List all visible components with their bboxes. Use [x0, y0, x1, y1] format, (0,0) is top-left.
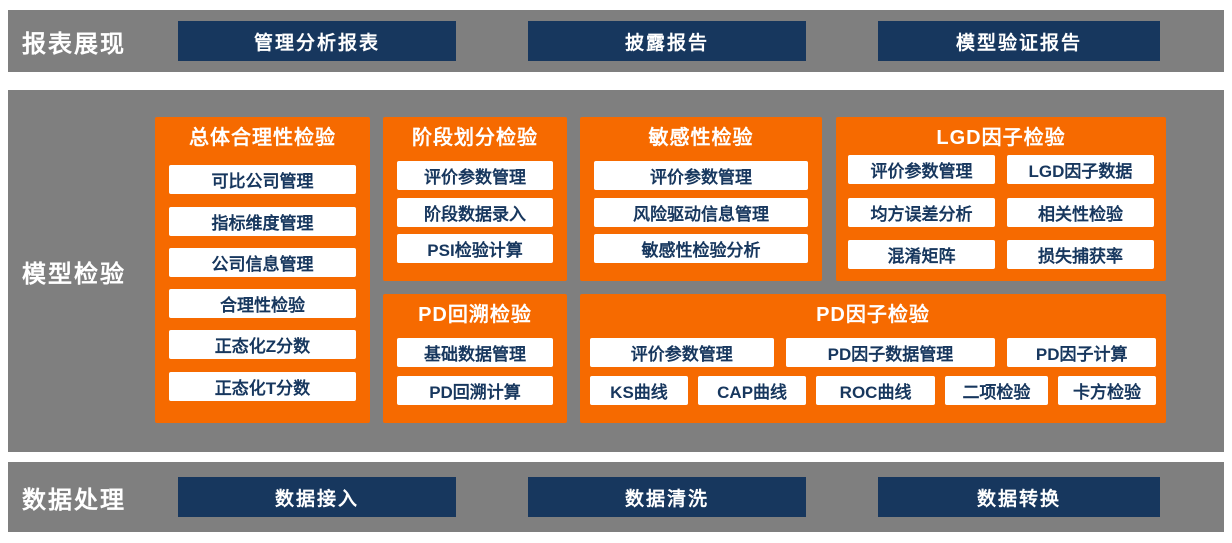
band-label-data: 数据处理	[22, 486, 126, 514]
module-item: LGD因子数据	[1007, 154, 1154, 184]
panel-sensitivity: 敏感性检验 评价参数管理 风险驱动信息管理 敏感性检验分析	[580, 117, 822, 281]
panel-item-list: 评价参数管理 风险驱动信息管理 敏感性检验分析	[580, 153, 822, 281]
pd-factor-row-2: KS曲线 CAP曲线 ROC曲线 二项检验 卡方检验	[590, 375, 1156, 405]
panel-overall-rationality: 总体合理性检验 可比公司管理 指标维度管理 公司信息管理 合理性检验 正态化Z分…	[155, 117, 370, 423]
band-label-model: 模型检验	[22, 260, 126, 288]
panel-title: 敏感性检验	[648, 126, 754, 149]
panel-lgd-factor: LGD因子检验 评价参数管理 LGD因子数据 均方误差分析 相关性检验 混淆矩阵…	[836, 117, 1166, 281]
module-item: 混淆矩阵	[848, 240, 995, 270]
module-item: 评价参数管理	[397, 160, 553, 190]
module-item: 指标维度管理	[169, 206, 356, 236]
button-disclosure-report: 披露报告	[528, 21, 806, 61]
module-item: 损失捕获率	[1007, 240, 1154, 270]
button-management-analysis-report: 管理分析报表	[178, 21, 456, 61]
panel-title: PD回溯检验	[418, 303, 532, 326]
module-item: 敏感性检验分析	[594, 234, 808, 264]
module-item: PD回溯计算	[397, 375, 553, 405]
band-label-reports: 报表展现	[22, 30, 126, 58]
panel-pd-factor: PD因子检验 评价参数管理 PD因子数据管理 PD因子计算 KS曲线 CAP曲线…	[580, 294, 1166, 423]
panel-pd-backtest: PD回溯检验 基础数据管理 PD回溯计算	[383, 294, 567, 423]
panel-title: LGD因子检验	[936, 126, 1066, 149]
module-item: 正态化T分数	[169, 371, 356, 401]
module-item: 合理性检验	[169, 289, 356, 319]
report-band: 报表展现 管理分析报表 披露报告 模型验证报告	[8, 10, 1224, 72]
module-item: CAP曲线	[697, 375, 807, 405]
panel-item-grid: 评价参数管理 LGD因子数据 均方误差分析 相关性检验 混淆矩阵 损失捕获率	[836, 153, 1166, 281]
data-band: 数据处理 数据接入 数据清洗 数据转换	[8, 462, 1224, 532]
button-data-transform: 数据转换	[878, 477, 1160, 517]
module-item: 评价参数管理	[848, 154, 995, 184]
module-item: 风险驱动信息管理	[594, 197, 808, 227]
module-item: 基础数据管理	[397, 338, 553, 368]
module-item: KS曲线	[590, 375, 688, 405]
module-item: 公司信息管理	[169, 247, 356, 277]
module-item: ROC曲线	[816, 375, 935, 405]
panel-item-rows: 评价参数管理 PD因子数据管理 PD因子计算 KS曲线 CAP曲线 ROC曲线 …	[580, 330, 1166, 423]
panel-item-list: 基础数据管理 PD回溯计算	[383, 330, 567, 423]
module-item: 正态化Z分数	[169, 330, 356, 360]
module-item: PD因子数据管理	[785, 338, 996, 368]
panel-title: PD因子检验	[816, 303, 930, 326]
module-item: 评价参数管理	[590, 338, 774, 368]
module-item: PD因子计算	[1007, 338, 1156, 368]
module-item: 二项检验	[944, 375, 1049, 405]
button-data-cleaning: 数据清洗	[528, 477, 806, 517]
module-item: 可比公司管理	[169, 165, 356, 195]
panel-title: 阶段划分检验	[412, 126, 538, 149]
module-item: 均方误差分析	[848, 197, 995, 227]
button-model-validation-report: 模型验证报告	[878, 21, 1160, 61]
module-item: PSI检验计算	[397, 234, 553, 264]
panel-stage-division: 阶段划分检验 评价参数管理 阶段数据录入 PSI检验计算	[383, 117, 567, 281]
module-item: 评价参数管理	[594, 160, 808, 190]
panel-title: 总体合理性检验	[189, 126, 336, 149]
pd-factor-row-1: 评价参数管理 PD因子数据管理 PD因子计算	[590, 338, 1156, 368]
module-item: 阶段数据录入	[397, 197, 553, 227]
model-band: 模型检验 总体合理性检验 可比公司管理 指标维度管理 公司信息管理 合理性检验 …	[8, 90, 1224, 452]
button-data-access: 数据接入	[178, 477, 456, 517]
panel-item-list: 可比公司管理 指标维度管理 公司信息管理 合理性检验 正态化Z分数 正态化T分数	[155, 153, 370, 423]
module-item: 卡方检验	[1058, 375, 1156, 405]
module-item: 相关性检验	[1007, 197, 1154, 227]
panel-item-list: 评价参数管理 阶段数据录入 PSI检验计算	[383, 153, 567, 281]
